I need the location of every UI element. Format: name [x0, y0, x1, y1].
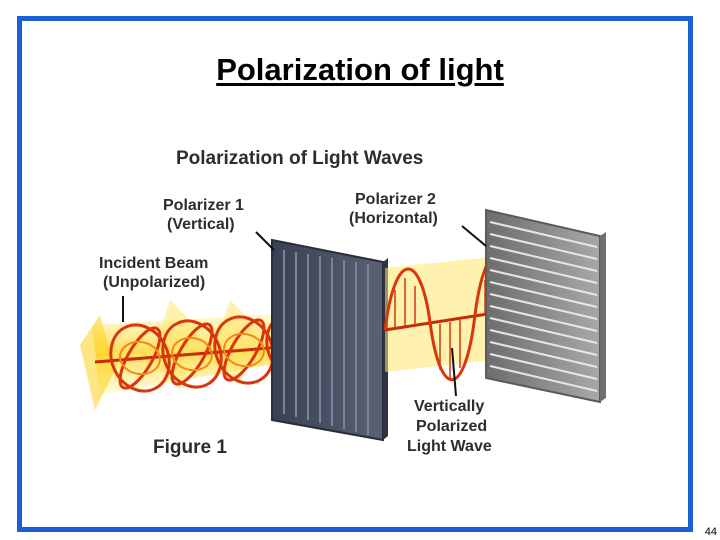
page-number: 44	[704, 526, 717, 538]
svg-text:Light Wave: Light Wave	[407, 438, 492, 455]
polarizer-2	[485, 208, 606, 404]
figure-label: Figure 1	[153, 437, 227, 458]
leader-lines	[122, 225, 487, 397]
label-polarizer-2: Polarizer 2 (Horizontal)	[349, 191, 438, 227]
polarizer-1	[271, 238, 388, 442]
svg-text:(Horizontal): (Horizontal)	[349, 210, 438, 227]
svg-text:(Vertical): (Vertical)	[167, 216, 235, 233]
label-incident-beam: Incident Beam (Unpolarized)	[99, 255, 208, 291]
svg-text:Polarizer 2: Polarizer 2	[355, 191, 436, 208]
slide-title: Polarization of light	[216, 52, 504, 87]
svg-text:Incident Beam: Incident Beam	[99, 255, 208, 272]
svg-text:Polarizer 1: Polarizer 1	[163, 197, 244, 214]
svg-text:Vertically: Vertically	[414, 398, 484, 415]
label-polarized-wave: Vertically Polarized Light Wave	[407, 398, 492, 455]
label-polarizer-1: Polarizer 1 (Vertical)	[163, 197, 244, 233]
svg-text:(Unpolarized): (Unpolarized)	[103, 274, 205, 291]
svg-text:Polarized: Polarized	[416, 418, 487, 435]
diagram-heading: Polarization of Light Waves	[176, 148, 423, 169]
